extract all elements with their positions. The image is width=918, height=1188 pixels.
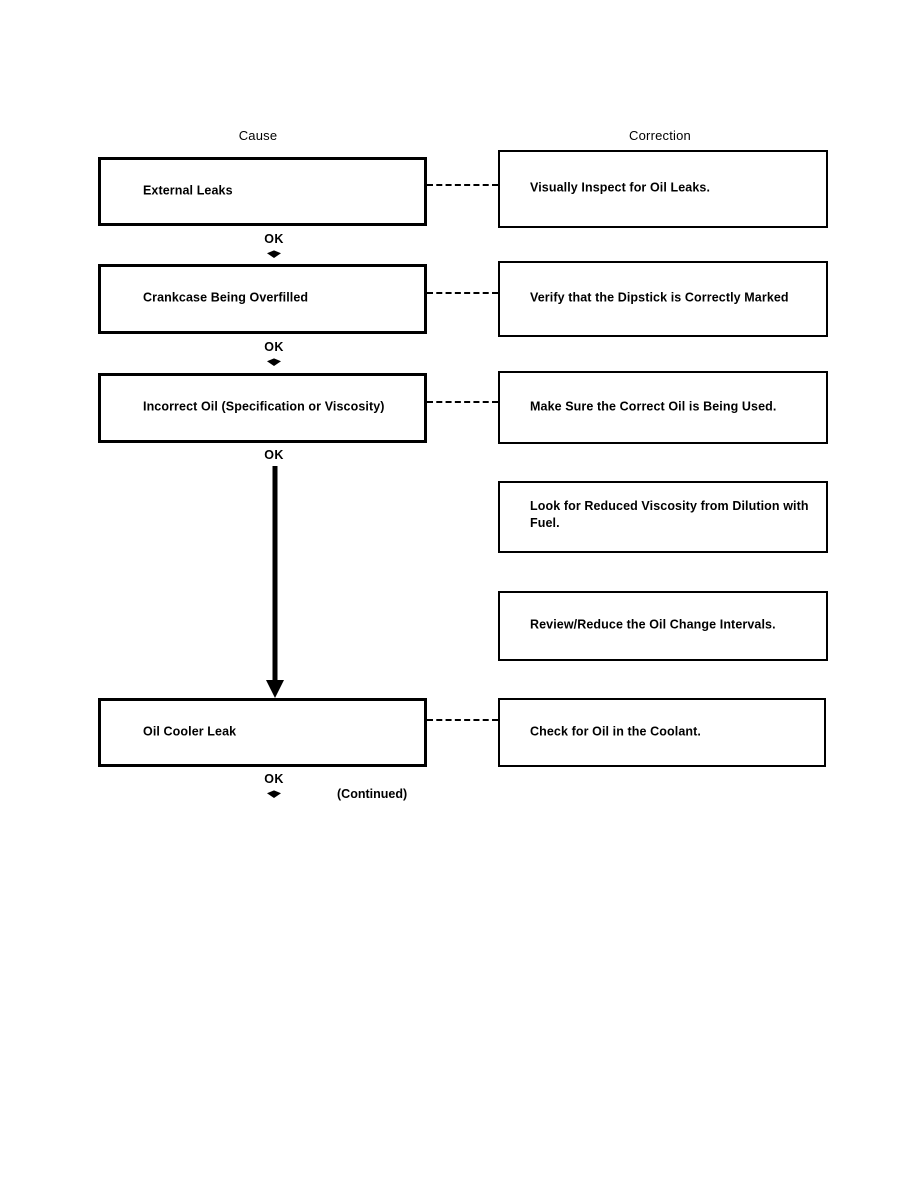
- correction-box-reduced-viscosity[interactable]: Look for Reduced Viscosity from Dilution…: [498, 481, 828, 553]
- ok-label-3: OK: [264, 448, 284, 462]
- column-header-correction: Correction: [629, 128, 691, 143]
- cause-box-oil-cooler-leak-text: Oil Cooler Leak: [143, 723, 237, 738]
- correction-box-correct-oil-used-text: Make Sure the Correct Oil is Being Used.: [530, 398, 777, 413]
- correction-box-correct-oil-used[interactable]: Make Sure the Correct Oil is Being Used.: [498, 371, 828, 444]
- ok-label-2: OK: [264, 340, 284, 354]
- correction-box-oil-change-intervals[interactable]: Review/Reduce the Oil Change Intervals.: [498, 591, 828, 661]
- connector-oil-cooler-leak: [427, 719, 498, 721]
- connector-incorrect-oil: [427, 401, 498, 403]
- correction-box-visually-inspect-text: Visually Inspect for Oil Leaks.: [530, 180, 711, 195]
- down-arrow-icon-2: [267, 358, 281, 366]
- cause-box-external-leaks-text: External Leaks: [143, 182, 233, 197]
- down-arrow-icon-1: [267, 250, 281, 258]
- correction-box-verify-dipstick-text: Verify that the Dipstick is Correctly Ma…: [530, 290, 789, 305]
- cause-box-incorrect-oil-text: Incorrect Oil (Specification or Viscosit…: [143, 399, 385, 414]
- correction-box-oil-change-intervals-text: Review/Reduce the Oil Change Intervals.: [530, 617, 776, 632]
- column-header-cause: Cause: [238, 128, 278, 143]
- cause-box-oil-cooler-leak[interactable]: Oil Cooler Leak: [98, 698, 427, 767]
- cause-box-crankcase-overfilled[interactable]: Crankcase Being Overfilled: [98, 264, 427, 334]
- long-down-arrow-icon: [264, 466, 286, 698]
- cause-box-crankcase-overfilled-text: Crankcase Being Overfilled: [143, 290, 309, 305]
- connector-external-leaks: [427, 184, 498, 186]
- correction-box-reduced-viscosity-text: Look for Reduced Viscosity from Dilution…: [530, 498, 809, 530]
- correction-box-oil-in-coolant-text: Check for Oil in the Coolant.: [530, 723, 701, 738]
- continued-label: (Continued): [337, 787, 408, 801]
- connector-crankcase-overfilled: [427, 292, 498, 294]
- correction-box-oil-in-coolant[interactable]: Check for Oil in the Coolant.: [498, 698, 826, 767]
- down-arrow-icon-4: [267, 790, 281, 798]
- ok-label-4: OK: [264, 772, 284, 786]
- correction-box-visually-inspect[interactable]: Visually Inspect for Oil Leaks.: [498, 150, 828, 228]
- cause-box-external-leaks[interactable]: External Leaks: [98, 157, 427, 226]
- cause-box-incorrect-oil[interactable]: Incorrect Oil (Specification or Viscosit…: [98, 373, 427, 443]
- ok-label-1: OK: [264, 232, 284, 246]
- correction-box-verify-dipstick[interactable]: Verify that the Dipstick is Correctly Ma…: [498, 261, 828, 337]
